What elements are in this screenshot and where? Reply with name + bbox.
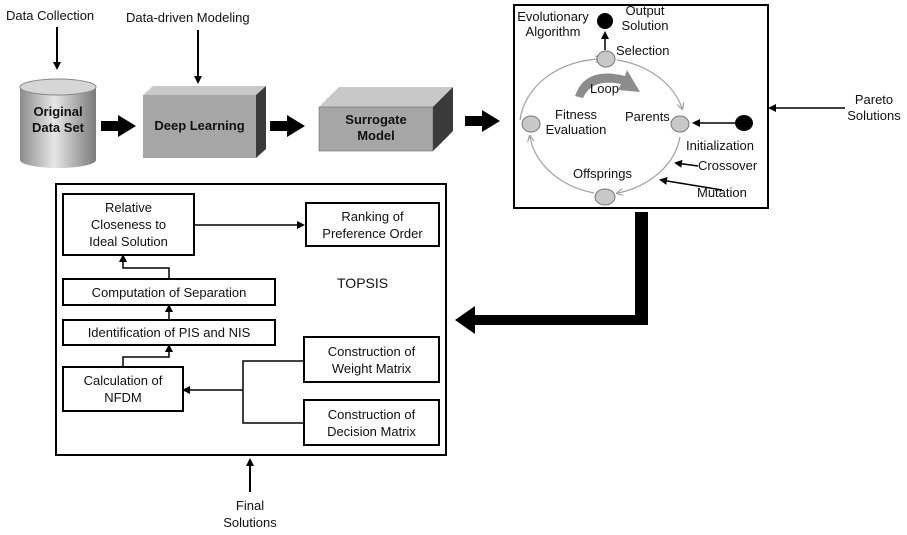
box-ranking-preference: Ranking of Preference Order	[305, 202, 440, 247]
label-original-data-set: Original Data Set	[31, 104, 85, 135]
arrow-crossover	[674, 159, 699, 168]
label-offsprings: Offsprings	[573, 166, 633, 181]
node-fitness-evaluation	[521, 115, 541, 133]
box-calculation-nfdm: Calculation of NFDM	[62, 366, 184, 412]
label-surrogate-model: Surrogate Model	[345, 112, 407, 143]
label-topsis: TOPSIS	[337, 275, 389, 291]
box-relative-closeness: Relative Closeness to Ideal Solution	[62, 193, 195, 256]
node-parents	[670, 115, 690, 133]
label-crossover: Crossover	[698, 158, 758, 173]
arrow-separation-to-closeness	[119, 254, 170, 278]
node-selection	[596, 50, 616, 68]
arrow-ea-to-topsis	[455, 212, 648, 334]
arrow-deep-learning-to-surrogate	[270, 115, 305, 137]
box-computation-separation: Computation of Separation	[62, 278, 276, 306]
label-initialization: Initialization	[686, 138, 754, 153]
arrow-surrogate-to-ea	[465, 110, 500, 132]
deep-learning-block	[143, 86, 266, 158]
loop-arrow	[575, 70, 640, 98]
label-selection: Selection	[616, 43, 670, 58]
evolutionary-algorithm-frame	[513, 4, 769, 209]
label-loop: Loop	[590, 81, 619, 96]
original-data-set-cylinder	[19, 78, 97, 168]
label-fitness-evaluation: Fitness Evaluation	[545, 107, 607, 137]
label-evolutionary-algorithm: Evolutionary Algorithm	[517, 9, 589, 39]
label-data-collection: Data Collection	[6, 8, 95, 23]
surrogate-model-block	[318, 87, 453, 152]
arrow-nfdm-to-identification	[122, 344, 173, 366]
arrow-mutation	[659, 177, 723, 191]
label-data-driven-modeling: Data-driven Modeling	[126, 10, 250, 25]
node-output-solution	[597, 13, 613, 29]
box-decision-matrix: Construction of Decision Matrix	[303, 399, 440, 446]
label-pareto-solutions: Pareto Solutions	[847, 92, 901, 123]
label-mutation: Mutation	[697, 185, 747, 200]
label-deep-learning: Deep Learning	[154, 118, 245, 133]
box-weight-matrix: Construction of Weight Matrix	[303, 336, 440, 383]
box-identification-pis-nis: Identification of PIS and NIS	[62, 319, 276, 346]
label-output-solution: Output Solution	[621, 3, 669, 33]
node-offsprings	[594, 188, 616, 206]
label-parents: Parents	[625, 109, 670, 124]
label-final-solutions: Final Solutions	[223, 498, 277, 530]
node-initialization	[735, 115, 753, 131]
weight-decision-bracket	[242, 360, 303, 424]
topsis-frame	[55, 183, 447, 456]
arrow-data-to-deep-learning	[101, 115, 136, 137]
evolutionary-cycle	[519, 59, 682, 193]
